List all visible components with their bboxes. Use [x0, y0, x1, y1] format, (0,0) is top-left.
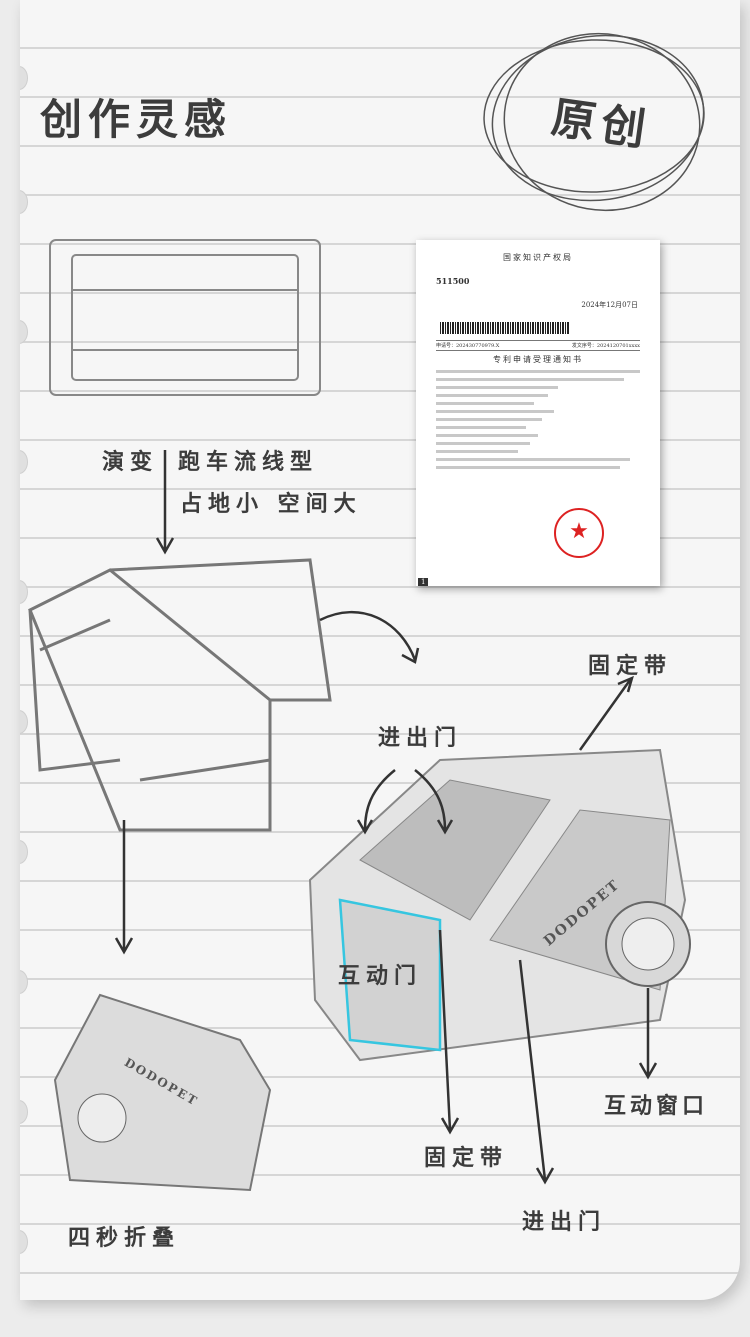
- application-number: 申请号：202430770979.X: [436, 343, 500, 349]
- sport-line-label: 跑车流线型: [178, 449, 319, 475]
- flat-frame-sketch: [49, 239, 321, 396]
- application-row: 申请号：202430770979.X 发文序号：2024120701xxxx: [436, 340, 640, 351]
- badge-scribble: [483, 32, 705, 212]
- window-label: 互动窗口: [604, 1093, 709, 1119]
- carrier-sketch: [308, 748, 691, 1062]
- door-bottom-label: 进出门: [522, 1209, 607, 1235]
- folded-carrier-sketch: [53, 993, 272, 1192]
- door-top-label: 进出门: [378, 725, 463, 751]
- evolve-label: 演变: [102, 449, 159, 475]
- fold-label: 四秒折叠: [68, 1225, 181, 1251]
- page-title: 创作灵感: [40, 95, 233, 144]
- interactive-door-label: 互动门: [338, 963, 423, 989]
- page-number: 1: [418, 578, 429, 586]
- strap-top-label: 固定带: [588, 653, 673, 679]
- patent-certificate: 国家知识产权局 511500 2024年12月07日 申请号：202430770…: [416, 240, 660, 586]
- sketch-layer: [28, 32, 705, 1192]
- space-label: 占地小 空间大: [180, 491, 362, 517]
- frame-sketch: [28, 558, 332, 832]
- certificate-header: 国家知识产权局: [503, 253, 573, 262]
- certificate-code: 511500: [436, 276, 470, 286]
- notebook-page: 创作灵感 原创 演变 跑车流线型 占地小 空间大 固定带 进出门 互动门 互动窗…: [20, 0, 740, 1300]
- barcode: [440, 322, 570, 334]
- issue-number: 发文序号：2024120701xxxx: [571, 343, 640, 349]
- strap-bottom-label: 固定带: [424, 1145, 509, 1171]
- certificate-date: 2024年12月07日: [581, 301, 638, 309]
- original-badge: 原创: [548, 92, 655, 157]
- certificate-title: 专利申请受理通知书: [493, 355, 583, 364]
- arrows: [114, 450, 658, 1185]
- certificate-body: [436, 370, 640, 474]
- official-seal: ★: [554, 508, 604, 558]
